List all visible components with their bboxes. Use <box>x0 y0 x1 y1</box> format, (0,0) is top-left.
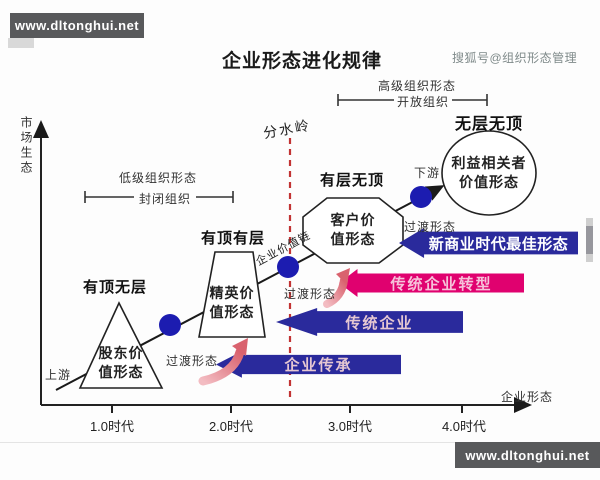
stakeholder-value-label: 利益相关者 价值形态 <box>451 155 527 190</box>
sohu-byline: 搜狐号@组织形态管理 <box>452 51 578 65</box>
x-tick-label-3: 3.0时代 <box>327 419 373 434</box>
x-tick-label-2: 2.0时代 <box>208 419 254 434</box>
swoosh-arrow-1 <box>198 347 245 386</box>
ribbon-new-era-best-form-label: 新商业时代最佳形态 <box>428 235 569 253</box>
x-tick-label-1: 1.0时代 <box>89 419 135 434</box>
closed-organization-label: 封闭组织 <box>138 192 191 206</box>
stage-heading-2: 有顶有层 <box>200 230 265 247</box>
low-organization-title: 低级组织形态 <box>118 171 197 185</box>
downstream-label: 下游 <box>414 166 441 180</box>
elite-trapezoid-shape <box>198 251 266 338</box>
scrollbar-thumb[interactable] <box>586 226 593 254</box>
open-organization-bracket <box>337 94 488 106</box>
swoosh-arrow-2-head <box>336 268 350 285</box>
ribbon-enterprise-inheritance-label: 企业传承 <box>284 357 353 374</box>
ribbon-traditional-enterprise-label: 传统企业 <box>345 314 414 332</box>
transition-label-3: 过渡形态 <box>404 220 457 234</box>
customer-value-label: 客户价 值形态 <box>330 212 376 247</box>
transition-dot-2 <box>277 256 299 278</box>
bottom-watermark-text: www.dltonghui.net <box>465 447 590 463</box>
shareholder-triangle-shape <box>78 301 164 389</box>
stage-heading-1: 有顶无层 <box>82 279 147 296</box>
x-axis-ticks <box>111 405 463 413</box>
top-watermark-text: www.dltonghui.net <box>14 18 140 33</box>
ribbon-new-era-best-form: 新商业时代最佳形态 <box>399 228 578 258</box>
top-watermark-banner: www.dltonghui.net <box>10 13 144 38</box>
stakeholder-circle-shape <box>441 130 537 216</box>
page-title: 企业形态进化规律 <box>221 51 382 72</box>
transition-dot-3 <box>410 186 432 208</box>
ribbon-traditional-enterprise: 传统企业 <box>276 308 463 336</box>
swoosh-arrow-2 <box>323 276 348 308</box>
transition-dot-1 <box>159 314 181 336</box>
ribbon-traditional-transformation-label: 传统企业转型 <box>390 275 493 293</box>
ribbon-traditional-transformation: 传统企业转型 <box>339 269 524 297</box>
open-organization-label: 开放组织 <box>396 95 449 109</box>
stage-heading-3: 有层无顶 <box>319 172 384 189</box>
banner-corner-artifact <box>8 38 34 48</box>
high-organization-title: 高级组织形态 <box>377 79 456 93</box>
x-axis-label: 企业形态 <box>501 390 554 404</box>
ribbon-enterprise-inheritance: 企业传承 <box>216 351 401 378</box>
customer-octagon-shape <box>302 197 404 264</box>
bottom-divider-line <box>0 442 600 443</box>
shareholder-value-label: 股东价 值形态 <box>98 345 144 380</box>
upstream-label: 上游 <box>45 368 72 382</box>
stage-heading-4: 无层无顶 <box>454 116 523 133</box>
transition-label-2: 过渡形态 <box>284 287 337 301</box>
y-axis-label: 市场生态 <box>19 116 33 176</box>
x-tick-label-4: 4.0时代 <box>441 419 487 434</box>
swoosh-arrow-1-head <box>232 338 248 356</box>
elite-value-label: 精英价 值形态 <box>209 285 255 320</box>
closed-organization-bracket <box>84 191 234 203</box>
transition-label-1: 过渡形态 <box>166 354 219 368</box>
bottom-watermark-banner: www.dltonghui.net <box>455 442 600 468</box>
